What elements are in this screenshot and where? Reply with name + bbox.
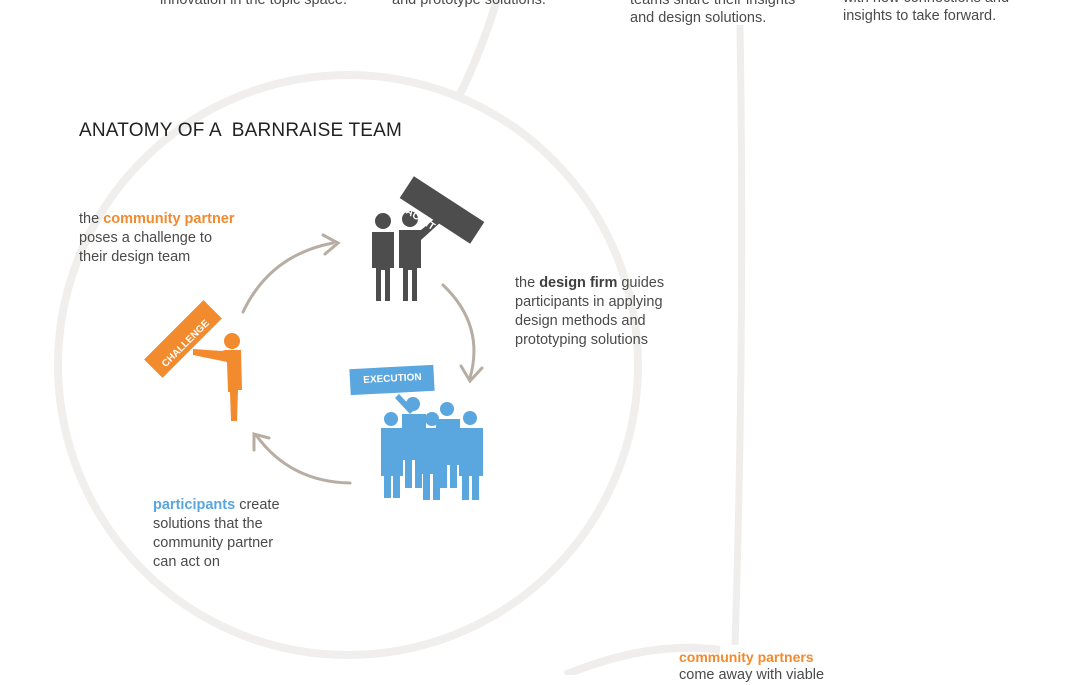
team-circle [54, 71, 642, 659]
community-partner-highlight: community partner [103, 211, 235, 227]
caption-prefix: the [515, 275, 540, 291]
participants-caption: participants create solutions that the c… [153, 496, 353, 572]
caption-line: their design team [79, 249, 191, 265]
top-text-col3-line1: teams share their insights [630, 0, 796, 8]
caption-line: can act on [153, 554, 220, 570]
challenge-sign [144, 300, 222, 378]
caption-line: community partner [153, 535, 274, 551]
cycle-arrows [241, 233, 484, 485]
top-text-col1: innovation in the topic space. [160, 0, 348, 8]
caption-line: solutions that the [153, 516, 263, 532]
caption-suffix: guides [617, 275, 665, 291]
community-partner-figure [193, 333, 242, 421]
connector-path-right [731, 24, 746, 646]
arrow-to-facilitation [241, 241, 335, 314]
community-partner-caption: the community partner poses a challenge … [79, 210, 279, 267]
top-text-col4-line1: with new connections and [843, 0, 1009, 8]
caption-line: poses a challenge to [79, 230, 213, 246]
caption-line: design methods and [515, 313, 646, 329]
arrow-to-challenge [254, 433, 352, 485]
caption-line: participants in applying [515, 294, 663, 310]
design-firm-figures [372, 211, 442, 301]
top-text-col4-line2: insights to take forward. [843, 8, 997, 24]
connector-arc-bottom [563, 643, 721, 675]
top-text-col3-line2: and design solutions. [630, 10, 767, 26]
design-firm-highlight: design firm [539, 275, 618, 291]
design-firm-caption: the design firm guides participants in a… [515, 274, 735, 350]
page-title: ANATOMY OF A BARNRAISE TEAM [79, 120, 403, 141]
participants-highlight: participants [153, 497, 236, 513]
arrow-to-execution [441, 283, 476, 380]
bottom-community-partners: community partners [679, 649, 814, 665]
connector-path-top [454, 0, 501, 100]
bottom-text-line2: come away with viable [679, 667, 825, 683]
execution-sign [349, 364, 435, 396]
caption-suffix: create [235, 497, 280, 513]
top-text-col2: and prototype solutions. [392, 0, 546, 8]
caption-prefix: the [79, 211, 104, 227]
facilitation-sign [399, 176, 485, 244]
caption-line: prototyping solutions [515, 332, 648, 348]
participants-figures [381, 394, 483, 500]
